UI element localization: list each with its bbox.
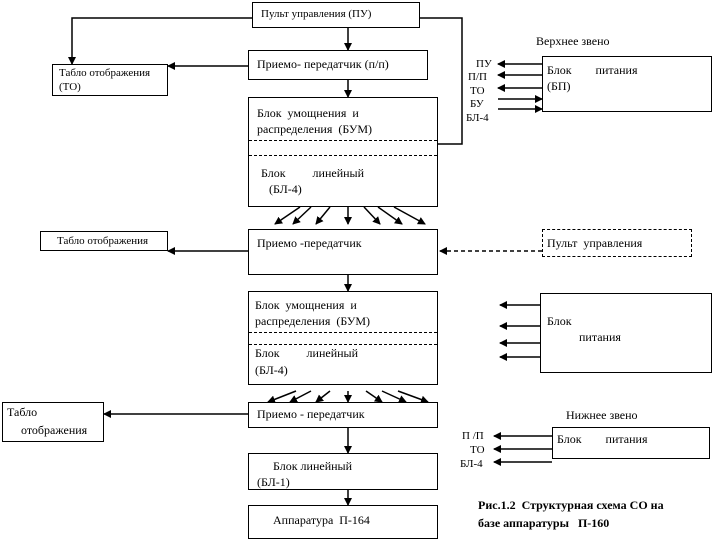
upper-bum-divider bbox=[249, 140, 437, 141]
middle-power-box: Блок питания bbox=[540, 293, 712, 373]
figure-caption-line1: Рис.1.2 Структурная схема СО на bbox=[478, 498, 664, 512]
middle-power-line1: Блок bbox=[547, 314, 572, 328]
middle-bum-line1: Блок умощнения и bbox=[255, 298, 357, 312]
upper-signal-bl4: БЛ-4 bbox=[466, 112, 489, 124]
upper-signal-pu: ПУ bbox=[476, 58, 492, 70]
lower-bl1-line2: (БЛ-1) bbox=[257, 475, 290, 489]
middle-bum-line2: распределения (БУМ) bbox=[255, 314, 370, 328]
upper-display-line1: Табло отображения bbox=[59, 67, 151, 79]
middle-remote-panel-label: Пульт управления bbox=[547, 236, 643, 250]
upper-bum-divider-2 bbox=[249, 155, 437, 156]
lower-transceiver-box: Приемо - передатчик bbox=[248, 402, 438, 428]
upper-bum-line2: распределения (БУМ) bbox=[257, 122, 372, 136]
upper-transceiver-box: Приемо- передатчик (п/п) bbox=[248, 50, 428, 80]
lower-signal-pp: П /П bbox=[462, 430, 484, 442]
middle-power-line2: питания bbox=[579, 330, 621, 344]
lower-equipment-label: Аппаратура П-164 bbox=[273, 513, 370, 527]
upper-display-line2: (ТО) bbox=[59, 81, 81, 93]
upper-power-box: Блок питания (БП) bbox=[542, 56, 712, 112]
middle-display-label: Табло отображения bbox=[57, 235, 149, 247]
upper-signal-pp: П/П bbox=[468, 71, 487, 83]
lower-power-box: Блок питания bbox=[552, 427, 710, 459]
middle-bum-divider-2 bbox=[249, 344, 437, 345]
upper-bum-line1: Блок умощнения и bbox=[257, 106, 359, 120]
lower-transceiver-label: Приемо - передатчик bbox=[257, 407, 365, 421]
upper-transceiver-label: Приемо- передатчик (п/п) bbox=[257, 57, 389, 71]
middle-bl4-line1: Блок линейный bbox=[255, 346, 359, 360]
lower-power-label: Блок питания bbox=[557, 432, 648, 446]
remote-control-panel-label: Пульт управления (ПУ) bbox=[261, 8, 372, 20]
upper-signal-to: ТО bbox=[470, 85, 485, 97]
upper-bl4-line1: Блок линейный bbox=[261, 166, 365, 180]
lower-display-line2: отображения bbox=[21, 423, 88, 437]
upper-display-box: Табло отображения (ТО) bbox=[52, 64, 168, 96]
middle-bl4-line2: (БЛ-4) bbox=[255, 363, 288, 377]
middle-transceiver-box: Приемо -передатчик bbox=[248, 229, 438, 275]
middle-bum-block: Блок умощнения и распределения (БУМ) Бло… bbox=[248, 291, 438, 385]
middle-bum-divider bbox=[249, 332, 437, 333]
lower-display-line1: Табло bbox=[7, 405, 38, 419]
upper-power-line1: Блок питания bbox=[547, 63, 638, 77]
middle-transceiver-label: Приемо -передатчик bbox=[257, 236, 362, 250]
lower-tier-label: Нижнее звено bbox=[566, 408, 638, 422]
upper-bum-block: Блок умощнения и распределения (БУМ) Бло… bbox=[248, 97, 438, 207]
upper-power-line2: (БП) bbox=[547, 79, 571, 93]
lower-signal-bl4: БЛ-4 bbox=[460, 458, 483, 470]
lower-bl1-line1: Блок линейный bbox=[273, 459, 353, 473]
lower-equipment-box: Аппаратура П-164 bbox=[248, 505, 438, 539]
upper-signal-bu: БУ bbox=[470, 98, 484, 110]
figure-caption-line2: базе аппаратуры П-160 bbox=[478, 516, 610, 530]
remote-control-panel-top: Пульт управления (ПУ) bbox=[252, 2, 420, 28]
upper-bl4-line2: (БЛ-4) bbox=[269, 182, 302, 196]
lower-bl1-box: Блок линейный (БЛ-1) bbox=[248, 453, 438, 490]
middle-remote-panel-box: Пульт управления bbox=[542, 229, 692, 257]
lower-display-box: Табло отображения bbox=[2, 402, 104, 442]
lower-signal-to: ТО bbox=[470, 444, 485, 456]
middle-display-box: Табло отображения bbox=[40, 231, 168, 251]
upper-tier-label: Верхнее звено bbox=[536, 34, 610, 48]
